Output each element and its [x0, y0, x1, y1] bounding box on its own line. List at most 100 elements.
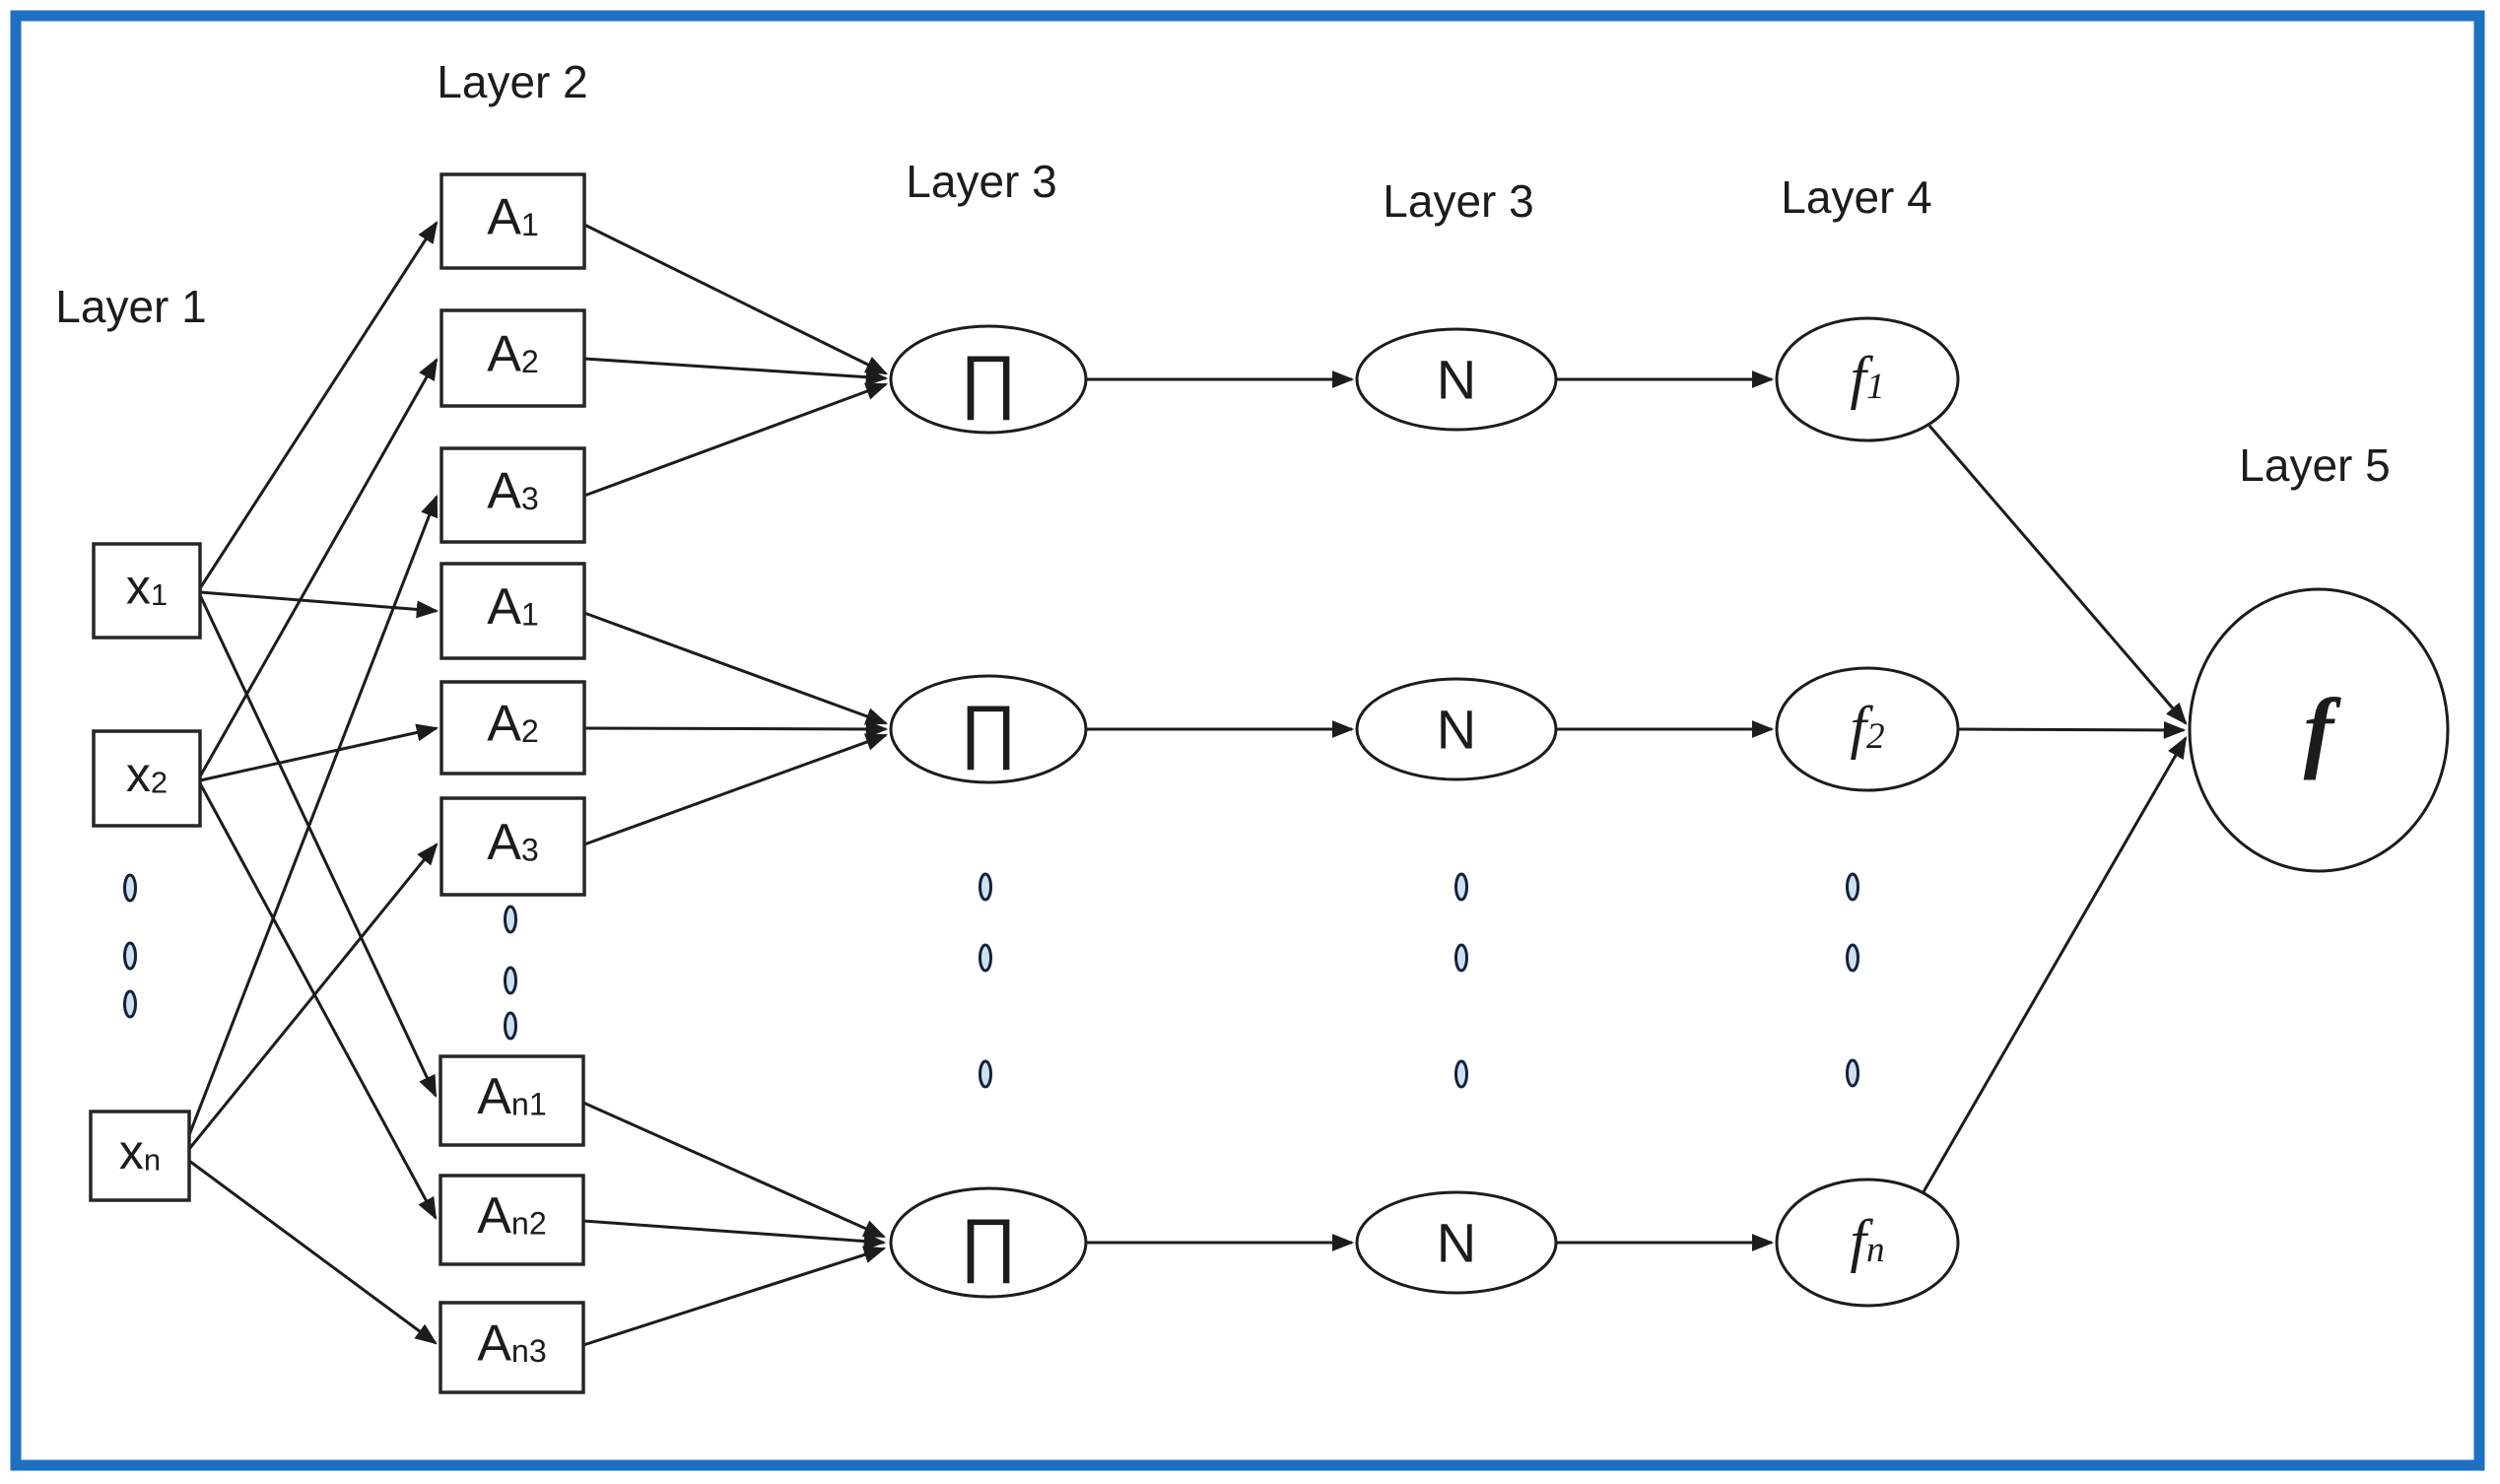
edge-arrow-26 [1958, 720, 2187, 739]
mf-label-a2-1: A2 [487, 326, 539, 383]
dots-product-3 [979, 1059, 992, 1089]
product-symbol-prod-3: ∏ [959, 1205, 1017, 1284]
dots-norm-1 [1454, 872, 1468, 902]
norm-ellipse-norm-2 [1355, 677, 1558, 781]
norm-symbol-norm-2: N [1437, 699, 1476, 761]
edge-arrow-5 [199, 723, 439, 782]
mf-node-a2-2: A2 [439, 680, 586, 776]
mf-node-a1-1: A1 [439, 172, 586, 270]
mf-label-an2: An2 [477, 1187, 547, 1245]
norm-node-norm-3: N [1355, 1190, 1558, 1295]
dots-membership-3 [504, 1011, 517, 1041]
outer-frame [10, 10, 2485, 1471]
consequent-node-fn: fn [1775, 1178, 1960, 1308]
edge-arrow-10 [583, 223, 889, 375]
product-symbol-prod-2: ∏ [959, 692, 1017, 771]
mf-label-a2-2: A2 [487, 696, 539, 753]
product-symbol-prod-1: ∏ [959, 342, 1017, 421]
mf-node-a3-1: A3 [439, 446, 586, 544]
mf-node-a2-1: A2 [439, 308, 586, 408]
dots-consequent-1 [1846, 872, 1859, 902]
dots-consequent-2 [1846, 943, 1859, 973]
norm-symbol-norm-1: N [1437, 349, 1476, 411]
product-ellipse-prod-1 [889, 324, 1088, 435]
product-layer: ∏ ∏ ∏ [889, 324, 1088, 1299]
edge-arrow-27 [1920, 736, 2188, 1196]
product-node-prod-1: ∏ [889, 324, 1088, 435]
mf-label-a3-1: A3 [487, 463, 539, 520]
dots-membership-1 [504, 905, 517, 934]
dots-product-2 [979, 943, 992, 973]
layer-caption-layer-3-norm: Layer 3 [1383, 175, 1533, 227]
mf-node-a1-2: A1 [439, 562, 586, 660]
edge-arrow-16 [582, 1101, 887, 1239]
norm-layer: N N N [1355, 327, 1558, 1295]
input-box-x2 [92, 729, 202, 828]
product-ellipse-prod-2 [889, 674, 1088, 784]
dots-consequent-3 [1846, 1058, 1859, 1088]
mf-node-an2: An2 [439, 1174, 585, 1266]
mf-label-a1-2: A1 [487, 578, 539, 636]
edge-arrow-7 [198, 594, 438, 1099]
layer-caption-layer-3-prod: Layer 3 [906, 156, 1056, 207]
product-node-prod-2: ∏ [889, 674, 1088, 784]
consequent-node-f2: f2 [1775, 666, 1960, 792]
norm-ellipse-norm-3 [1355, 1190, 1558, 1295]
edge-arrow-17 [582, 1219, 887, 1250]
input-node-x1: x1 [92, 542, 202, 640]
edge-arrow-18 [582, 1246, 887, 1347]
mf-node-an3: An3 [439, 1301, 585, 1394]
edge-arrow-8 [198, 782, 438, 1220]
mf-box-an2 [439, 1174, 585, 1266]
input-layer: x1 x2 xn [89, 542, 202, 1202]
edge-arrow-3 [187, 494, 439, 1136]
output-ellipse [2188, 587, 2450, 873]
mf-box-a2-2 [439, 680, 586, 776]
mf-box-a2-1 [439, 308, 586, 408]
edge-arrow-25 [1927, 425, 2188, 725]
mf-box-a3-2 [439, 796, 586, 897]
edge-layer [187, 221, 2188, 1347]
consequent-ellipse-f2 [1775, 666, 1960, 792]
mf-box-a3-1 [439, 446, 586, 544]
mf-box-an3 [439, 1301, 585, 1394]
edge-arrow-14 [583, 719, 889, 738]
norm-symbol-norm-3: N [1437, 1212, 1476, 1274]
norm-node-norm-1: N [1355, 327, 1558, 432]
input-box-xn [89, 1110, 191, 1202]
output-node-f-out: f [2188, 587, 2450, 873]
ellipsis-dots [123, 872, 1859, 1089]
mf-node-a3-2: A3 [439, 796, 586, 897]
consequent-ellipse-fn [1775, 1178, 1960, 1308]
input-node-x2: x2 [92, 729, 202, 828]
mf-label-an1: An1 [477, 1068, 547, 1125]
layer-caption-layer-4: Layer 4 [1781, 171, 1931, 223]
mf-node-an1: An1 [439, 1054, 585, 1147]
norm-ellipse-norm-1 [1355, 327, 1558, 432]
consequent-ellipse-f1 [1775, 316, 1960, 442]
dots-product-1 [979, 872, 992, 902]
edge-arrow-6 [187, 843, 439, 1150]
edge-arrow-12 [583, 382, 889, 498]
mf-box-a1-2 [439, 562, 586, 660]
edge-arrow-11 [583, 357, 889, 386]
layer-caption-layer-1: Layer 1 [55, 281, 206, 332]
edge-arrow-13 [583, 611, 889, 725]
layer-caption-layer-2: Layer 2 [437, 56, 587, 107]
dots-membership-2 [504, 966, 517, 995]
norm-node-norm-2: N [1355, 677, 1558, 781]
mf-box-an1 [439, 1054, 585, 1147]
mf-label-a3-2: A3 [487, 814, 539, 871]
edge-arrow-1 [198, 221, 439, 589]
input-box-x1 [92, 542, 202, 640]
input-node-xn: xn [89, 1110, 191, 1202]
input-label-x1: x1 [126, 560, 168, 615]
mf-label-an3: An3 [477, 1315, 547, 1373]
mf-box-a1-1 [439, 172, 586, 270]
edge-arrow-9 [188, 1159, 438, 1345]
product-ellipse-prod-3 [889, 1186, 1088, 1299]
